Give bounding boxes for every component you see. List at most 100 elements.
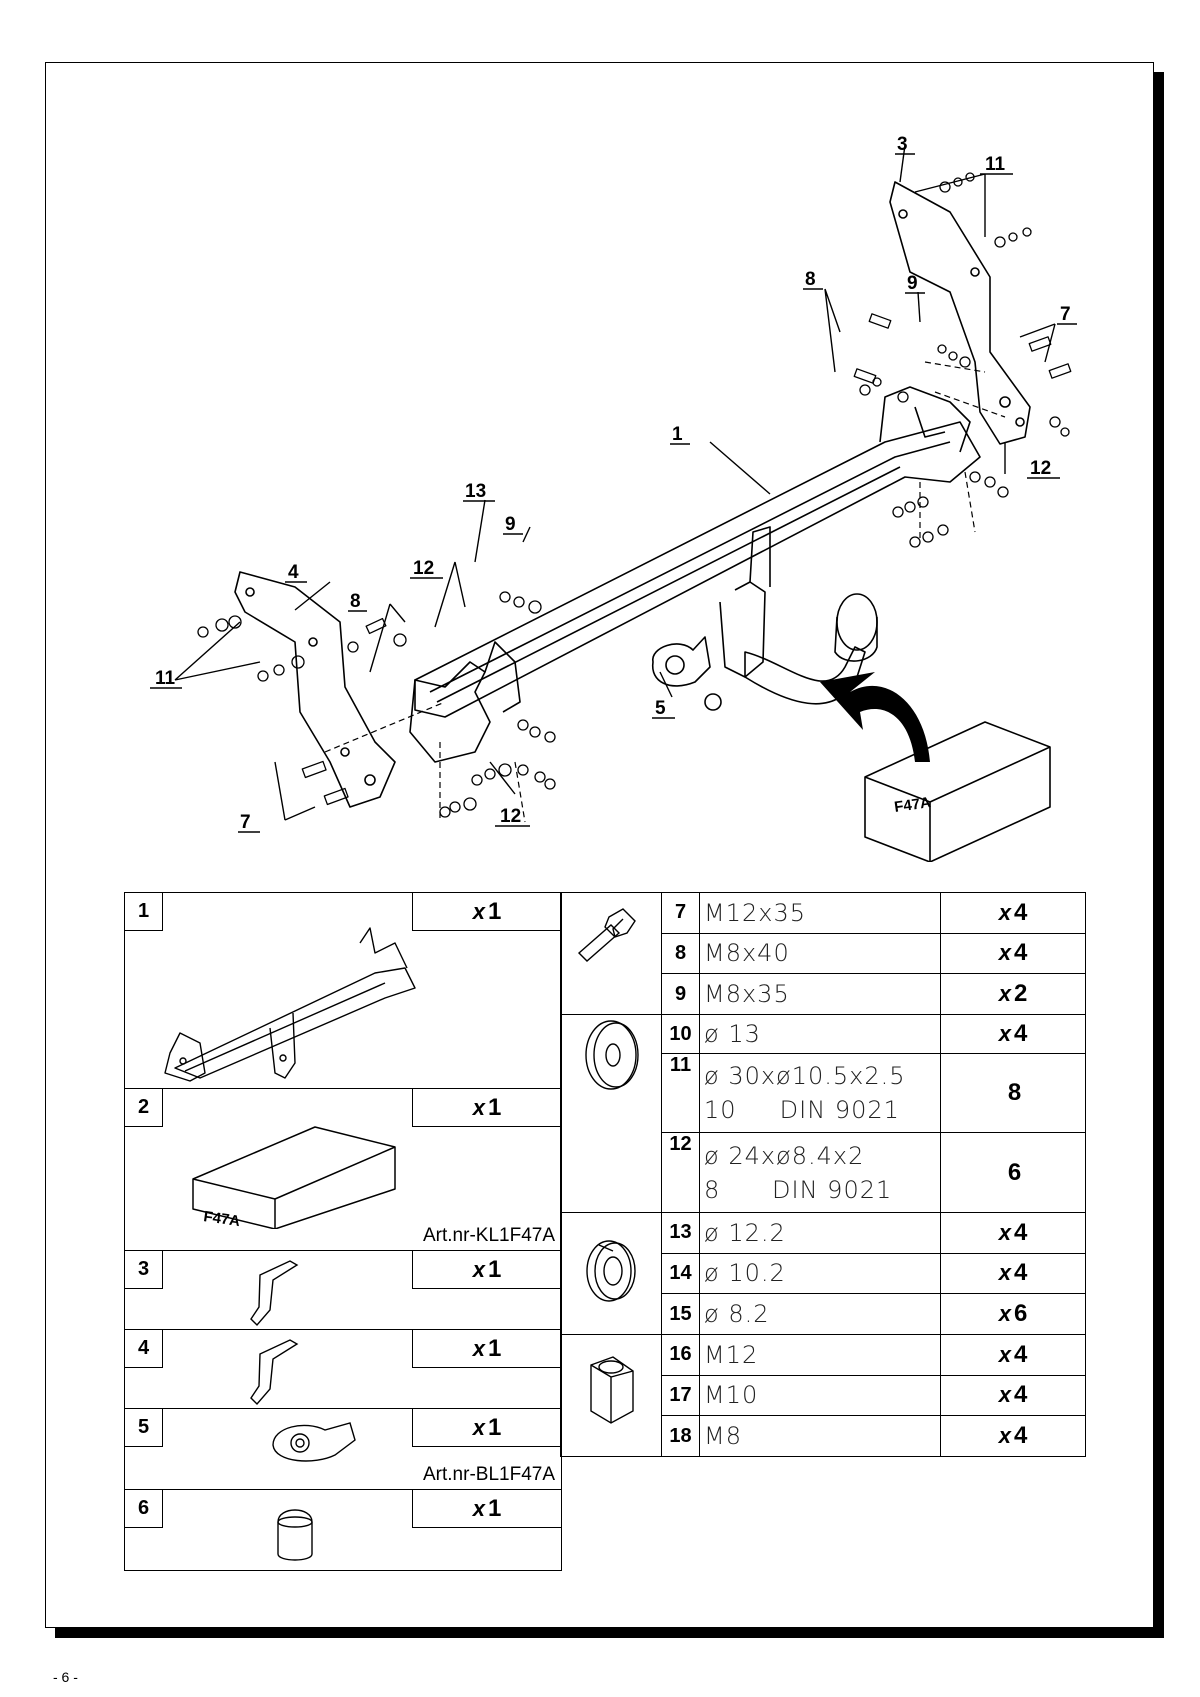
ball-cover-thumbnail (277, 1509, 313, 1561)
side-plate-4-thumbnail (250, 1339, 299, 1406)
fastener-number: 12 (661, 1132, 700, 1213)
left-bracket-b (484, 641, 521, 713)
part-number: 6 (125, 1490, 163, 1528)
part-number: 4 (125, 1330, 163, 1368)
socket-plate-thumbnail (272, 1422, 356, 1462)
part-number: 2 (125, 1089, 163, 1127)
center-bracket (719, 581, 766, 678)
fastener-number: 17 (661, 1374, 700, 1417)
callout-7-right: 7 (1060, 304, 1071, 325)
fastener-size: M8x35 (699, 973, 941, 1015)
callout-8-left: 8 (350, 591, 361, 612)
fastener-quantity: 6 (940, 1132, 1086, 1213)
fastener-number: 8 (661, 932, 700, 975)
article-number: Art.nr-BL1F47A (423, 1464, 555, 1485)
side-plate-3 (889, 181, 1031, 445)
fastener-size: ø 13 (699, 1014, 941, 1054)
right-bracket-b (914, 406, 946, 438)
callout-7-left: 7 (240, 812, 251, 833)
fastener-number: 11 (661, 1053, 700, 1133)
socket-plate (652, 636, 711, 687)
fastener-number: 18 (661, 1415, 700, 1457)
fastener-size: M12 (699, 1334, 941, 1376)
crossbar (414, 421, 981, 718)
part-number: 1 (125, 893, 163, 931)
nut-icon-cell (560, 1334, 662, 1457)
washer-icon (585, 1020, 639, 1090)
side-plate-4 (234, 571, 396, 808)
spring-washer-icon (586, 1240, 636, 1302)
ball-neck (744, 646, 866, 705)
bolt-icon-cell (560, 892, 662, 1015)
callout-12-bottom: 12 (500, 806, 521, 827)
callout-8-right: 8 (805, 269, 816, 290)
article-number: Art.nr-KL1F47A (423, 1225, 555, 1246)
crossbar-thumbnail (164, 927, 416, 1082)
fastener-size: ø 8.2 (699, 1293, 941, 1335)
left-bracket (409, 661, 491, 763)
fastener-size: M8 (699, 1415, 941, 1457)
callout-9-left: 9 (505, 514, 516, 535)
fastener-size: ø 10.2 (699, 1252, 941, 1295)
washer-icon-cell (560, 1014, 662, 1213)
fastener-size: ø 12.2 (699, 1212, 941, 1254)
callout-4: 4 (288, 562, 299, 583)
kit-box (864, 721, 1051, 862)
fastener-number: 13 (661, 1212, 700, 1254)
bolt-icon (577, 908, 636, 962)
spring-washer-icon-cell (560, 1212, 662, 1335)
fastener-quantity: 8 (940, 1053, 1086, 1133)
svg-text:F47A: F47A (202, 1208, 241, 1229)
callout-11-left: 11 (155, 668, 176, 689)
callout-12-right: 12 (1030, 458, 1051, 479)
fastener-number: 16 (661, 1334, 700, 1376)
ball-cover-top (834, 616, 878, 662)
callout-9-right: 9 (907, 273, 918, 294)
right-bracket (879, 386, 971, 453)
fastener-size: M8x40 (699, 932, 941, 975)
callout-13: 13 (465, 481, 486, 502)
assembly-diagram: 1 3 4 5 7 7 8 8 9 9 11 11 12 12 12 13 F4… (150, 134, 1077, 862)
fastener-size: M12x35 (699, 892, 941, 934)
part-number: 3 (125, 1251, 163, 1289)
side-plate-3-thumbnail (250, 1260, 299, 1327)
kit-box-thumbnail: F47A (192, 1126, 396, 1229)
fastener-number: 15 (661, 1293, 700, 1335)
center-bracket-b (749, 526, 771, 587)
ball-cover (836, 593, 878, 651)
nut-icon (590, 1356, 634, 1424)
fastener-number: 14 (661, 1252, 700, 1295)
curved-arrow (820, 672, 930, 762)
fastener-number: 9 (661, 973, 700, 1015)
